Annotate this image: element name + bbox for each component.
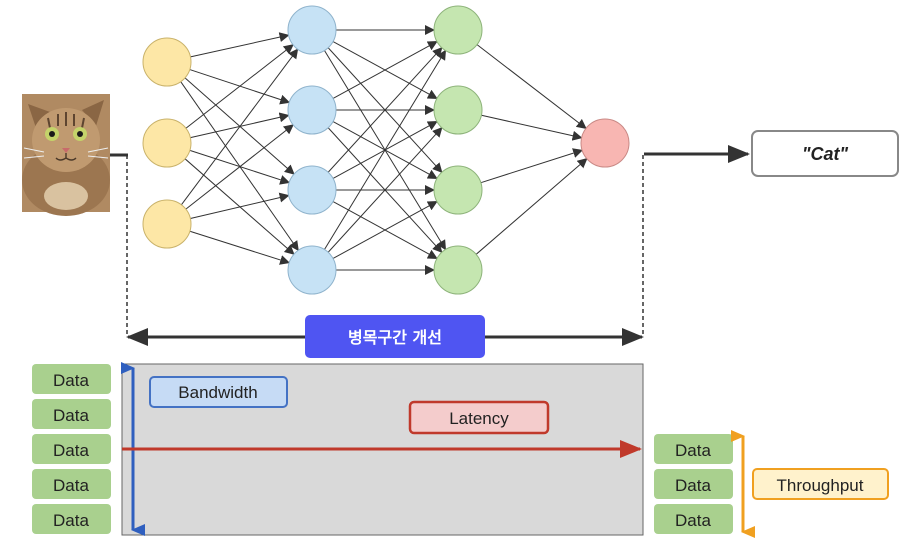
network-edge	[189, 69, 291, 105]
output-data-stack: Data Data Data	[654, 434, 733, 534]
input-data-stack: Data Data Data Data Data	[32, 364, 111, 534]
network-edge	[184, 77, 295, 175]
throughput-label: Throughput	[777, 476, 864, 495]
network-edge	[190, 32, 290, 58]
network-edge	[324, 49, 447, 250]
output-label-box	[751, 130, 899, 177]
output-data-box	[654, 434, 733, 464]
network-edge	[327, 126, 443, 253]
output-data-label: Data	[675, 476, 711, 495]
network-edge	[332, 41, 438, 99]
network-edge	[184, 158, 295, 255]
latency-label: Latency	[449, 409, 509, 428]
hidden-layer-1-node	[287, 245, 337, 295]
network-edge	[180, 48, 299, 206]
input-layer-node	[142, 199, 192, 249]
hidden-layer-1-node	[287, 85, 337, 135]
network-edge	[180, 81, 299, 252]
input-data-box	[32, 434, 111, 464]
neural-network	[142, 5, 630, 295]
input-data-label: Data	[53, 476, 89, 495]
input-data-box	[32, 399, 111, 429]
cat-image	[22, 94, 110, 216]
input-data-label: Data	[53, 371, 89, 390]
network-edges	[180, 25, 588, 275]
bandwidth-label: Bandwidth	[178, 383, 257, 402]
input-data-box	[32, 364, 111, 394]
network-edge	[190, 192, 290, 220]
network-edge	[185, 124, 294, 210]
network-edge	[481, 114, 583, 141]
network-edge	[476, 44, 587, 129]
hidden-layer-1-node	[287, 5, 337, 55]
hidden-layer-1-node	[287, 165, 337, 215]
bottleneck-label: 병목구간 개선	[348, 328, 442, 347]
hidden-layer-2-node	[433, 245, 483, 295]
output-label: "Cat"	[802, 144, 849, 164]
output-data-box	[654, 469, 733, 499]
input-data-box	[32, 504, 111, 534]
input-layer-node	[142, 118, 192, 168]
network-edge	[189, 230, 291, 265]
hidden-layer-2-node	[433, 85, 483, 135]
input-data-label: Data	[53, 406, 89, 425]
network-edge	[332, 201, 438, 259]
network-edge	[189, 149, 291, 185]
latency-box	[408, 400, 550, 435]
bottleneck-badge	[305, 315, 485, 358]
output-data-label: Data	[675, 441, 711, 460]
output-data-box	[654, 504, 733, 534]
hidden-layer-2-node	[433, 165, 483, 215]
input-layer-node	[142, 37, 192, 87]
hidden-layer-2-node	[433, 5, 483, 55]
output-layer-node	[580, 118, 630, 168]
input-data-box	[32, 469, 111, 499]
bandwidth-box	[149, 376, 288, 408]
network-edge	[190, 112, 290, 139]
network-edge	[480, 148, 584, 184]
input-data-label: Data	[53, 511, 89, 530]
network-edge	[475, 158, 588, 255]
network-edge	[327, 46, 443, 173]
output-data-label: Data	[675, 511, 711, 530]
throughput-box	[752, 468, 889, 500]
network-edge	[185, 44, 294, 129]
input-data-label: Data	[53, 441, 89, 460]
